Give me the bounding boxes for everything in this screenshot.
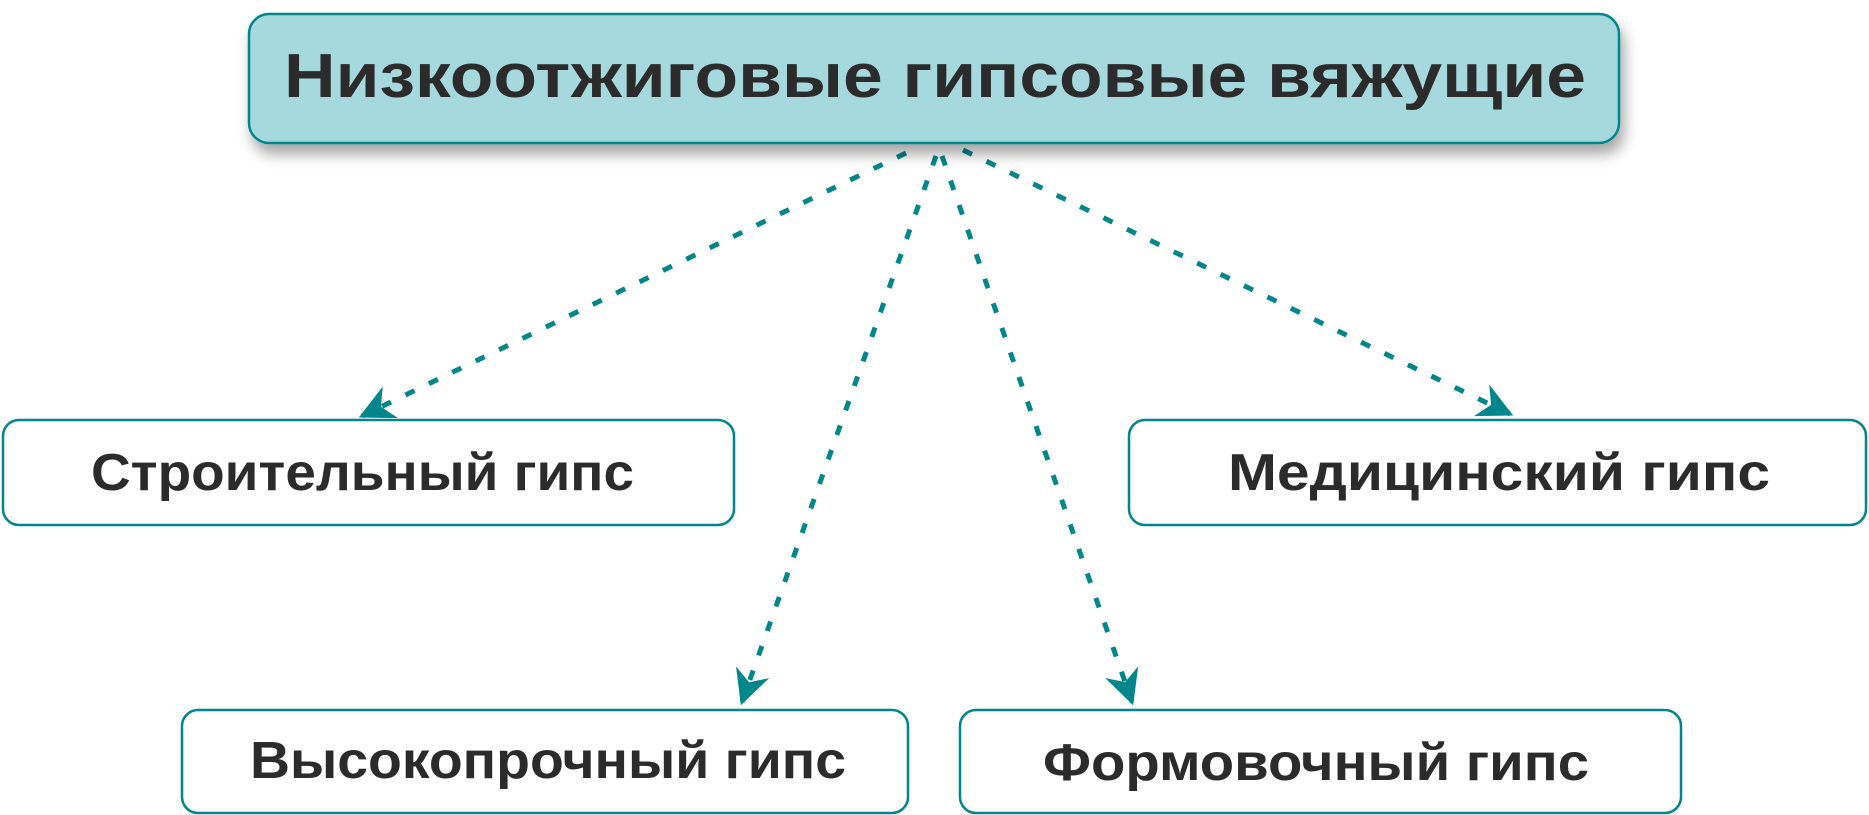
- node-medical-gypsum: Медицинский гипс: [1127, 418, 1868, 527]
- root-title: Низкоотжиговые гипсовые вяжущие: [284, 42, 1586, 111]
- node-construction-gypsum: Строительный гипс: [1, 418, 736, 527]
- node-label: Формовочный гипс: [1043, 734, 1589, 792]
- connectors: [358, 147, 1514, 706]
- node-label: Высокопрочный гипс: [250, 732, 846, 790]
- node-label: Медицинский гипс: [1228, 444, 1770, 502]
- arrow-to-molding: [939, 155, 1139, 706]
- arrow-to-construction: [358, 150, 908, 419]
- root-node: Низкоотжиговые гипсовые вяжущие: [247, 12, 1621, 145]
- arrow-to-high-strength: [736, 155, 939, 706]
- node-label: Строительный гипс: [91, 444, 634, 502]
- node-high-strength-gypsum: Высокопрочный гипс: [180, 708, 910, 815]
- arrow-to-medical: [961, 147, 1514, 417]
- node-molding-gypsum: Формовочный гипс: [958, 708, 1683, 815]
